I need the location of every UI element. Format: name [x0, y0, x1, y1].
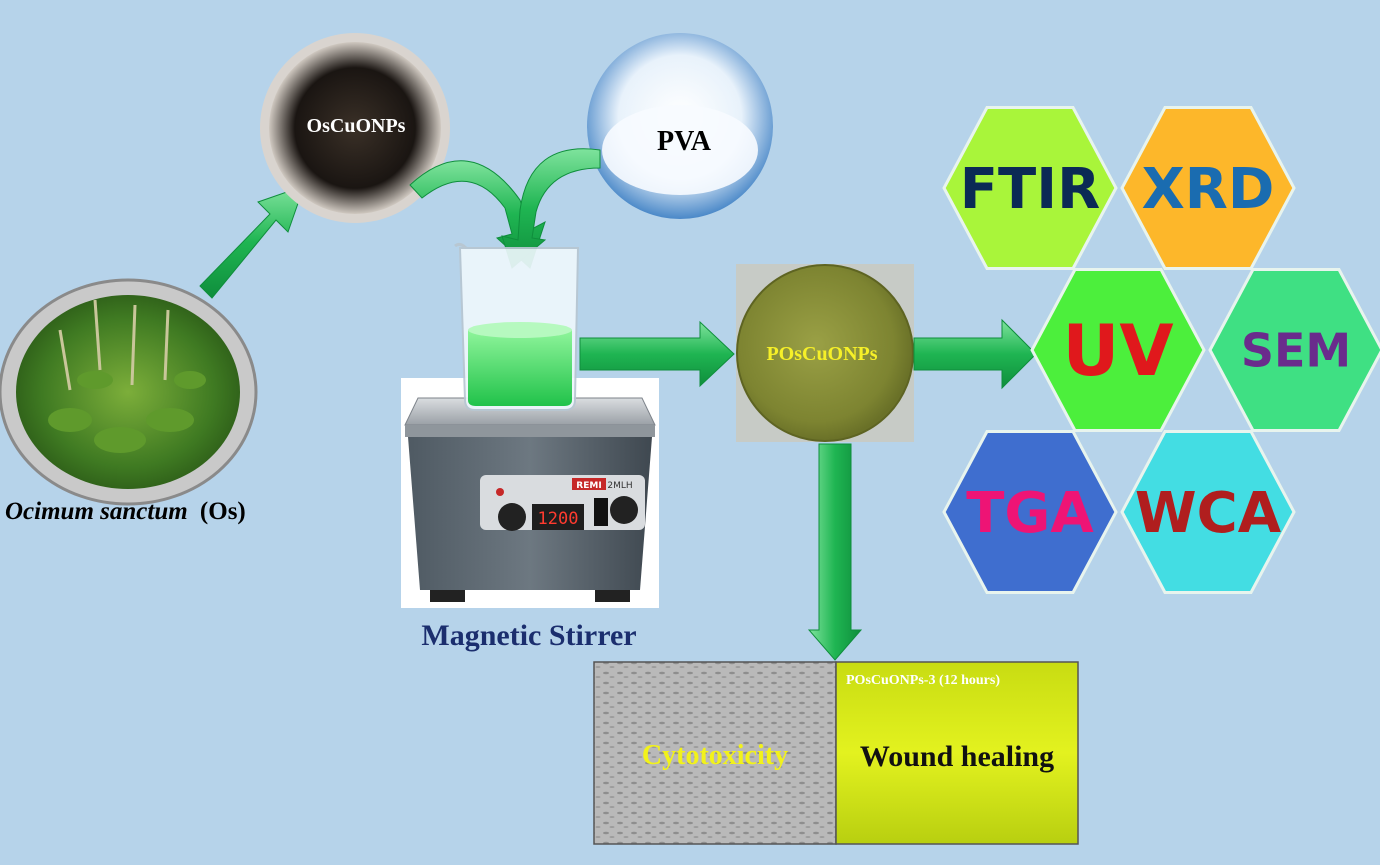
stirrer-label: Magnetic Stirrer [421, 619, 636, 652]
hexagon-tga [942, 430, 1118, 594]
characterization-hexagons: FTIR XRD UV SEM TGA WCA [942, 106, 1380, 594]
stirrer-model: 2MLH [607, 481, 632, 491]
hexagon-wca [1120, 430, 1296, 594]
hexagon-label-ftir: FTIR [960, 157, 1100, 222]
hexagon-label-sem: SEM [1241, 324, 1351, 378]
arrow-stirrer-to-film [579, 320, 735, 388]
wound-healing-caption: POsCuONPs-3 (12 hours) [846, 673, 1000, 688]
hexagon-label-tga: TGA [966, 481, 1094, 546]
wound-healing-panel [835, 661, 1079, 845]
cytotoxicity-panel [593, 661, 837, 845]
stirrer-display: 1200 [538, 509, 579, 529]
plant-name-abbr: (Os) [200, 498, 246, 525]
hexagon-label-wca: WCA [1135, 481, 1282, 546]
arrow-film-to-characterization [913, 318, 1037, 390]
hexagon-ftir [942, 106, 1118, 270]
film-image [736, 264, 914, 442]
nanoparticle-label: OsCuONPs [307, 115, 406, 137]
stirrer-knob-left [498, 503, 526, 531]
pva-label: PVA [657, 126, 712, 157]
hexagon-uv [1030, 268, 1206, 432]
stirrer-switch [594, 498, 608, 526]
hexagon-sem [1208, 268, 1380, 432]
pva-powder-image [587, 33, 773, 219]
magnetic-stirrer-image: 1200 REMI 2MLH [401, 378, 659, 608]
arrow-film-to-bio [807, 443, 863, 661]
film-label: POsCuONPs [766, 343, 877, 365]
plant-label: Ocimum sanctum (Os) [5, 498, 246, 525]
plant-image [0, 278, 258, 506]
plant-name-italic: Ocimum sanctum [5, 498, 188, 525]
hexagon-xrd [1120, 106, 1296, 270]
stirrer-brand: REMI [576, 481, 601, 491]
bio-panels [593, 661, 1079, 845]
hexagon-label-uv: UV [1062, 310, 1173, 392]
nanoparticle-powder-image [260, 33, 450, 223]
stirrer-knob-right [610, 496, 638, 524]
beaker-image [454, 242, 580, 411]
cytotoxicity-label: Cytotoxicity [642, 740, 788, 771]
arrow-plant-to-nanoparticles [199, 185, 305, 299]
wound-healing-label: Wound healing [860, 740, 1054, 773]
hexagon-label-xrd: XRD [1142, 157, 1275, 222]
